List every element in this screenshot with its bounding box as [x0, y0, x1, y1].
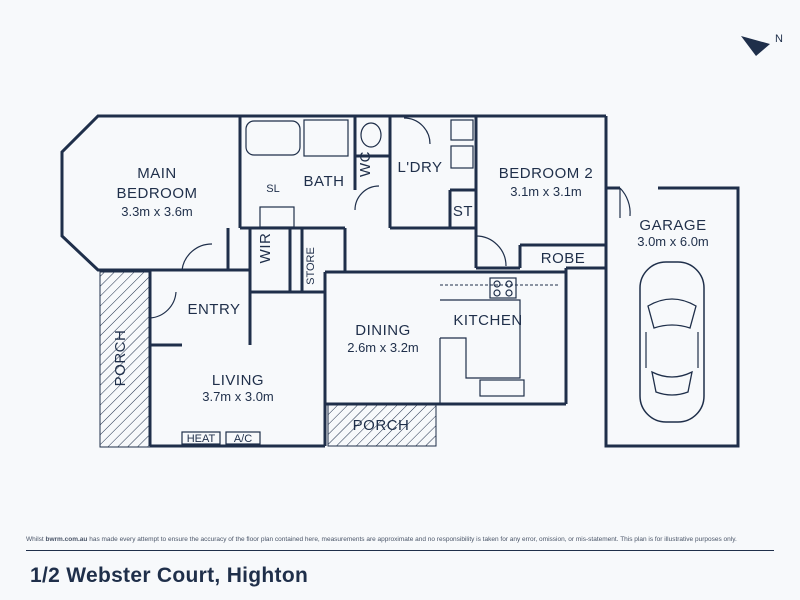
toilet-icon [360, 122, 382, 148]
porch-bottom-label: PORCH [353, 417, 410, 434]
dining-dims: 2.6m x 3.2m [347, 340, 419, 355]
footer-divider [26, 550, 774, 551]
washing-machine-icon [450, 145, 474, 169]
car-icon [639, 261, 705, 423]
wir-label: WIR [257, 233, 274, 264]
store-label: STORE [305, 247, 317, 285]
ac-box [225, 431, 261, 445]
robe-label: ROBE [541, 250, 586, 267]
kitchen-bench [440, 299, 521, 379]
garage-door-swing [619, 187, 631, 217]
bedroom2-label: BEDROOM 2 [499, 165, 594, 182]
disclaimer-brand: bwrm.com.au [45, 536, 88, 543]
door-swings [149, 117, 507, 319]
entry-label: ENTRY [187, 301, 240, 318]
living-label: LIVING [212, 372, 264, 389]
wc-label: WC [357, 151, 374, 177]
shower-icon [303, 119, 349, 157]
laundry-sink-icon [450, 119, 474, 141]
kitchen-sink-icon [479, 379, 525, 397]
heat-label: HEAT [187, 433, 216, 445]
disclaimer-prefix: Whilst [26, 536, 46, 543]
garage-walls [604, 186, 740, 448]
porch-bottom-area [327, 403, 437, 447]
compass-icon: N [741, 33, 783, 56]
disclaimer-rest: has made every attempt to ensure the acc… [87, 536, 737, 543]
cooktop-icon [489, 277, 517, 299]
bathtub-icon [245, 120, 301, 156]
vanity-icon [259, 206, 295, 228]
bathroom-fixtures [245, 119, 474, 228]
porch-left-label: PORCH [112, 330, 129, 387]
main-bedroom-label-2: BEDROOM [116, 185, 197, 202]
property-address: 1/2 Webster Court, Highton [30, 564, 309, 587]
ac-label: A/C [234, 433, 252, 445]
garage-label: GARAGE [639, 217, 706, 234]
sl-label: SL [266, 183, 279, 195]
bath-label: BATH [304, 173, 345, 190]
compass-north-label: N [775, 33, 783, 45]
living-dims: 3.7m x 3.0m [202, 389, 274, 404]
laundry-label: L'DRY [397, 159, 442, 176]
heater-box [181, 431, 221, 445]
main-bedroom-label-1: MAIN [137, 165, 177, 182]
bedroom2-dims: 3.1m x 3.1m [510, 184, 582, 199]
kitchen-label: KITCHEN [453, 312, 522, 329]
house-walls [60, 114, 608, 448]
main-bedroom-dims: 3.3m x 3.6m [121, 204, 193, 219]
dining-label: DINING [355, 322, 411, 339]
porch-left-area [99, 271, 151, 448]
st-label: ST [453, 203, 473, 220]
disclaimer-text: Whilst bwrm.com.au has made every attemp… [26, 536, 737, 543]
garage-dims: 3.0m x 6.0m [637, 234, 709, 249]
